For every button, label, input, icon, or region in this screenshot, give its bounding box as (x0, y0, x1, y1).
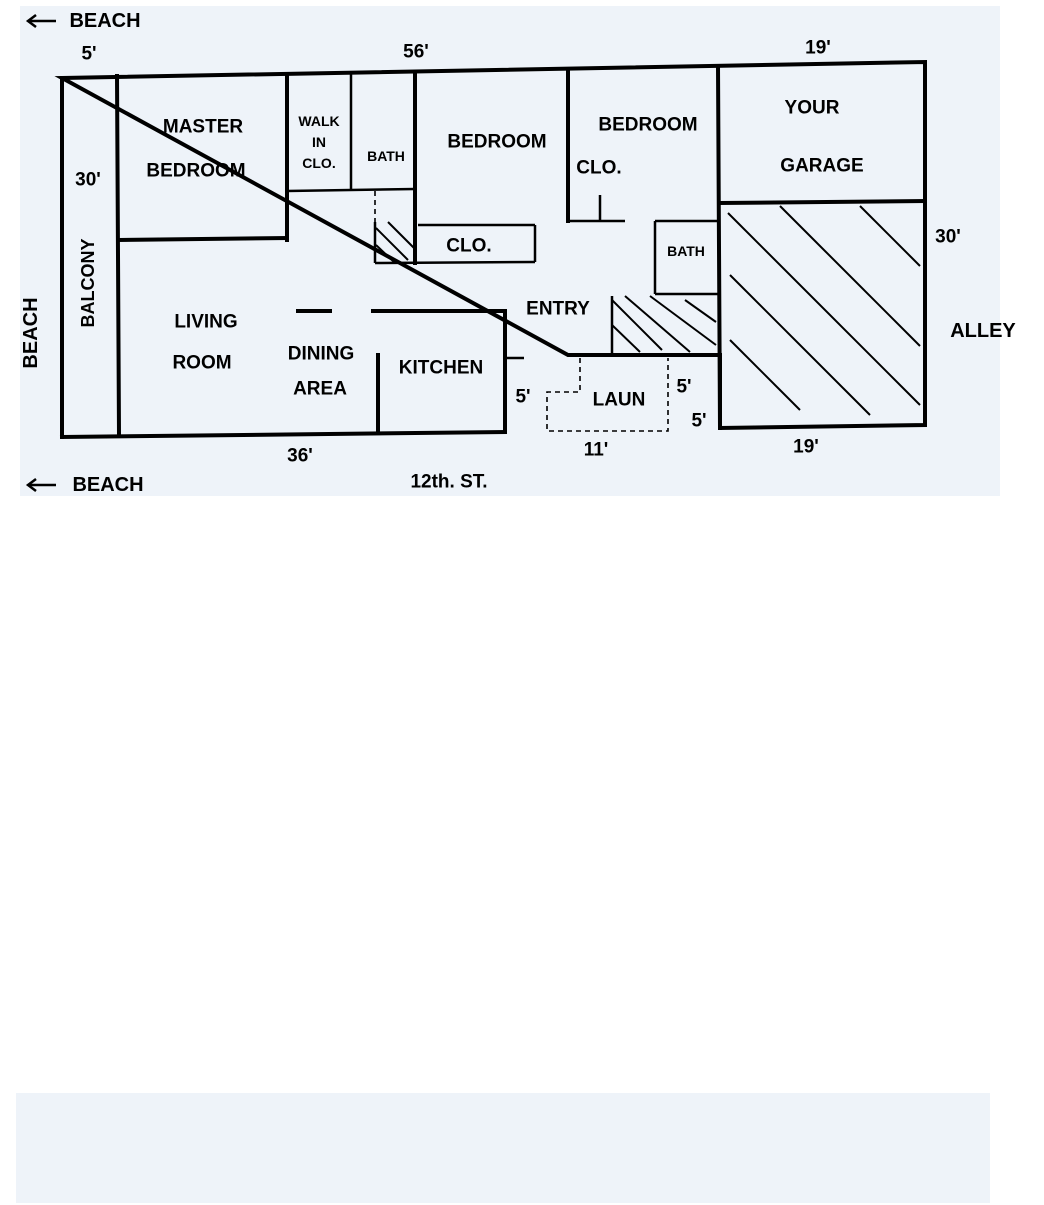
balcony-label: BALCONY (78, 239, 98, 328)
living-room-label-1: LIVING (174, 312, 237, 333)
living-room-label-2: ROOM (172, 353, 231, 374)
dim-laun-top: 5' (676, 377, 691, 398)
laundry-label: LAUN (593, 390, 646, 411)
dim-top-right: 19' (805, 38, 831, 59)
arrow-left-icon-bottom (25, 478, 56, 492)
beach-label-bottom: BEACH (72, 474, 143, 496)
dining-area-label-1: DINING (288, 344, 355, 365)
dim-top-mid: 56' (403, 42, 429, 63)
walk-in-closet-label-1: WALK (298, 113, 339, 129)
bedroom-label-b: BEDROOM (598, 115, 697, 136)
walk-in-closet-label-3: CLO. (302, 155, 335, 171)
dim-left-side: 30' (75, 170, 101, 191)
bath-label-a: BATH (367, 148, 405, 164)
master-bedroom-label-1: MASTER (163, 117, 244, 138)
interior-walls (114, 63, 928, 438)
dim-kitchen-step: 5' (515, 387, 530, 408)
kitchen-label: KITCHEN (399, 358, 483, 379)
entry-label: ENTRY (526, 299, 590, 320)
dim-top-left: 5' (81, 44, 96, 65)
garage-label-2: GARAGE (780, 156, 863, 177)
beach-label-side: BEACH (20, 297, 42, 368)
closet-label-a: CLO. (576, 158, 621, 179)
dim-laun-bottom: 5' (691, 411, 706, 432)
dim-bottom-right: 19' (793, 437, 819, 458)
street-label: 12th. ST. (410, 472, 487, 493)
dining-area-label-2: AREA (293, 379, 347, 400)
dim-right-side: 30' (935, 227, 961, 248)
bath-label-b: BATH (667, 243, 705, 259)
arrow-left-icon (25, 14, 56, 28)
paper-background-top (20, 6, 1000, 496)
paper-background-bottom (16, 1093, 990, 1203)
dim-bottom-left: 36' (287, 446, 313, 467)
hatched-parking-area (727, 205, 921, 416)
dim-bottom-mid: 11' (584, 440, 609, 461)
alley-label: ALLEY (950, 320, 1016, 342)
walk-in-closet-label-2: IN (312, 134, 326, 150)
garage-label-1: YOUR (785, 98, 840, 119)
closet-label-b: CLO. (446, 236, 491, 257)
hatched-stair-area (610, 295, 717, 355)
bedroom-label-a: BEDROOM (447, 132, 546, 153)
master-bedroom-label-2: BEDROOM (146, 161, 245, 182)
beach-label-top: BEACH (69, 10, 140, 32)
laundry-dashed-outline (546, 358, 669, 432)
hatched-closet-area (375, 221, 415, 263)
